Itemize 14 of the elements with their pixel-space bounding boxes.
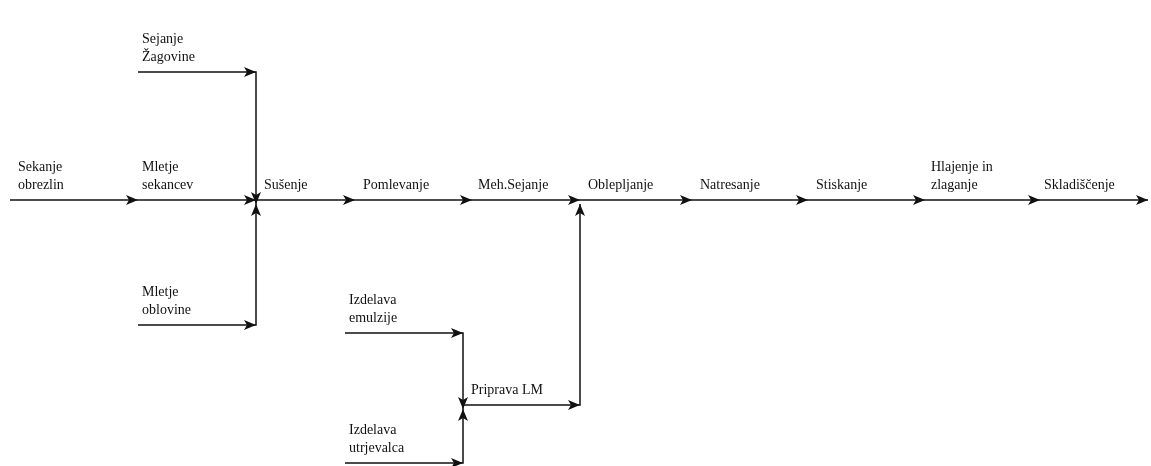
- step-label: Natresanje: [692, 163, 808, 200]
- step-label: Meh.Sejanje: [472, 163, 580, 200]
- step-label: Mletje oblovine: [138, 280, 256, 325]
- step-label: Oblepljanje: [580, 163, 692, 200]
- step-label: Sušenje: [256, 163, 355, 200]
- step-label: Sejanje Žagovine: [138, 10, 256, 72]
- step-label: Sekanje obrezlin: [10, 137, 138, 200]
- step-label: Priprava LM: [463, 358, 580, 405]
- step-label: Pomlevanje: [355, 163, 472, 200]
- step-label: Hlajenje in zlaganje: [925, 137, 1040, 200]
- step-label: Skladiščenje: [1040, 163, 1148, 200]
- step-label: Izdelava utrjevalca: [345, 400, 463, 463]
- step-label: Mletje sekancev: [138, 137, 256, 200]
- step-label: Stiskanje: [808, 163, 925, 200]
